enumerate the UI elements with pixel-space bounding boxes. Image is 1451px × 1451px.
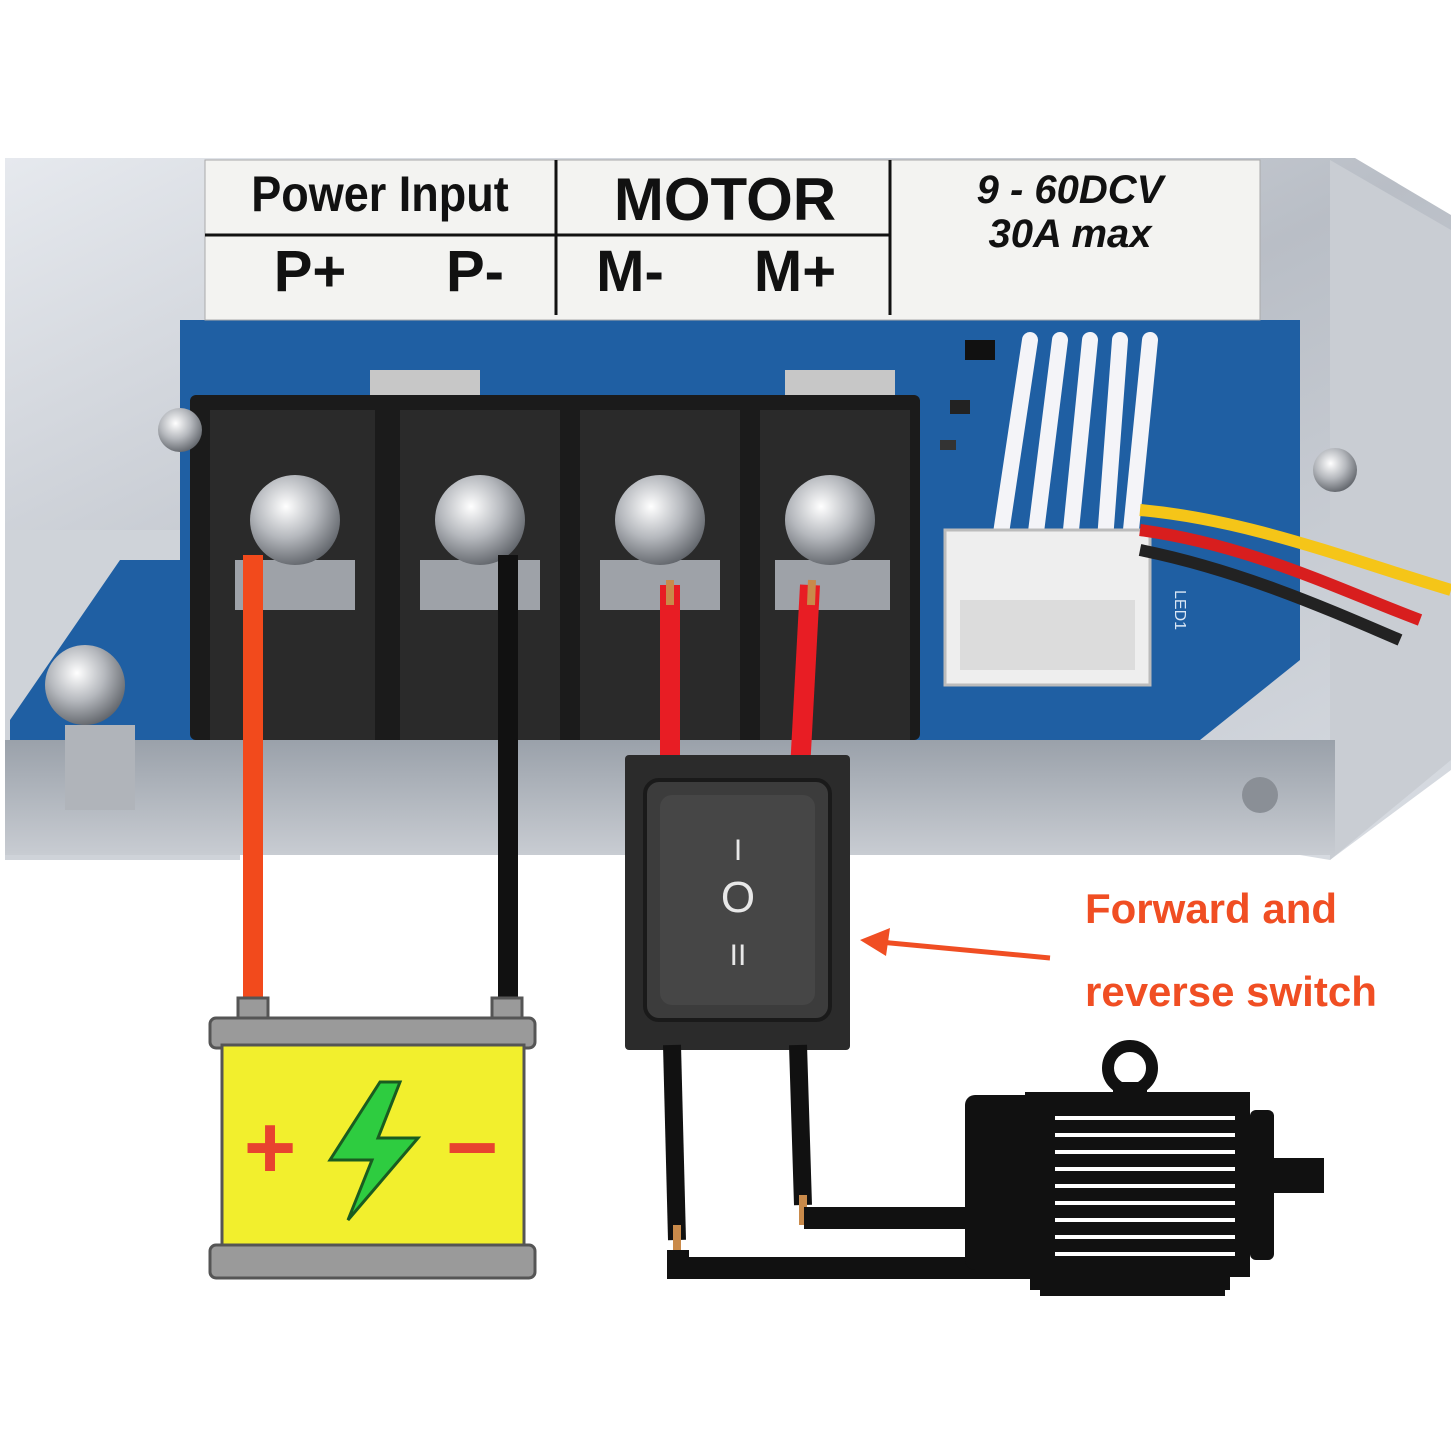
terminal-screw [420,475,540,610]
terminal-screw [600,475,720,610]
standoff [65,725,135,810]
motor-output-wire [790,579,820,771]
mounting-screw [158,408,202,452]
battery-plus-sign: + [244,1098,297,1198]
battery [208,996,537,1280]
motor-heading: MOTOR [613,166,837,233]
power-input-heading: Power Input [251,166,509,222]
signal-connector [943,332,1158,687]
terminal-label-m-plus: M+ [753,239,837,304]
label-sticker [204,159,1261,321]
terminal-label-p-minus: P- [446,239,504,304]
callout-line-1: Forward and [1085,885,1338,932]
external-cable [1138,504,1451,646]
current-rating: 30A max [988,212,1152,256]
mounting-screw [45,645,125,725]
motor-icon [965,1040,1324,1296]
switch-output-wire [789,1044,990,1229]
terminal-screw [775,475,890,610]
callout-arrow [860,928,1051,961]
terminal-label-p-plus: P+ [273,239,347,304]
mounting-hole [1242,777,1278,813]
terminal-label-m-minus: M- [596,239,664,304]
switch-symbol-reverse: II [730,939,747,972]
switch-symbol-on: I [734,834,742,867]
switch-symbol-off: O [721,873,755,922]
callout-line-2: reverse switch [1085,968,1377,1015]
mounting-screw [1313,448,1357,492]
rocker-switch [625,755,850,1050]
switch-output-wire [663,1044,1040,1279]
battery-minus-sign: − [446,1098,499,1198]
led-label: LED1 [1171,590,1188,630]
voltage-rating: 9 - 60DCV [976,168,1164,212]
